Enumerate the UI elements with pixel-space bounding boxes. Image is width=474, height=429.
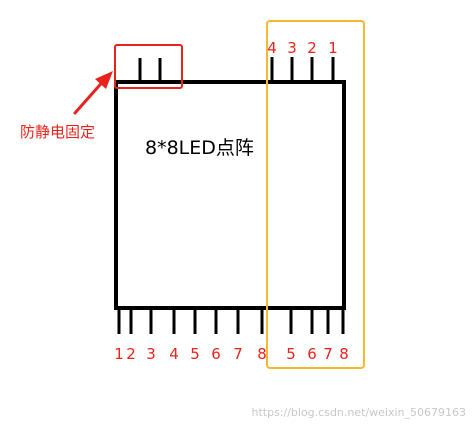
module-label: 8*8LED点阵: [145, 137, 254, 159]
bottom-pin-labels: 1 2 3 4 5 6 7 8 5 6 7 8: [114, 345, 349, 363]
bottom-pin-label: 5: [190, 345, 200, 363]
bottom-pin-label: 4: [169, 345, 179, 363]
bottom-pin-label: 7: [233, 345, 243, 363]
bottom-pin-label: 3: [146, 345, 156, 363]
antistatic-highlight-box: [114, 44, 183, 89]
top-pins: [270, 57, 335, 82]
pin-group-highlight-box: [266, 20, 365, 369]
bottom-pin-label: 1: [114, 345, 124, 363]
bottom-pin-label: 7: [323, 345, 333, 363]
top-pin-label: 1: [328, 39, 338, 57]
watermark: https://blog.csdn.net/weixin_50679163: [251, 406, 466, 419]
bottom-pin-label: 6: [211, 345, 221, 363]
bottom-pins: [117, 308, 345, 334]
top-pin-label: 4: [267, 39, 277, 57]
bottom-pin-label: 6: [307, 345, 317, 363]
bottom-pin-label: 8: [257, 345, 267, 363]
bottom-pin-label: 5: [286, 345, 296, 363]
bottom-pin-label: 2: [126, 345, 136, 363]
top-pin-label: 2: [307, 39, 317, 57]
top-pin-label: 3: [287, 39, 297, 57]
antistatic-label: 防静电固定: [20, 123, 95, 141]
annotation-arrow: [73, 71, 113, 115]
top-pin-labels: 4 3 2 1: [267, 39, 338, 57]
bottom-pin-label: 8: [339, 345, 349, 363]
led-matrix-body: [114, 80, 346, 310]
